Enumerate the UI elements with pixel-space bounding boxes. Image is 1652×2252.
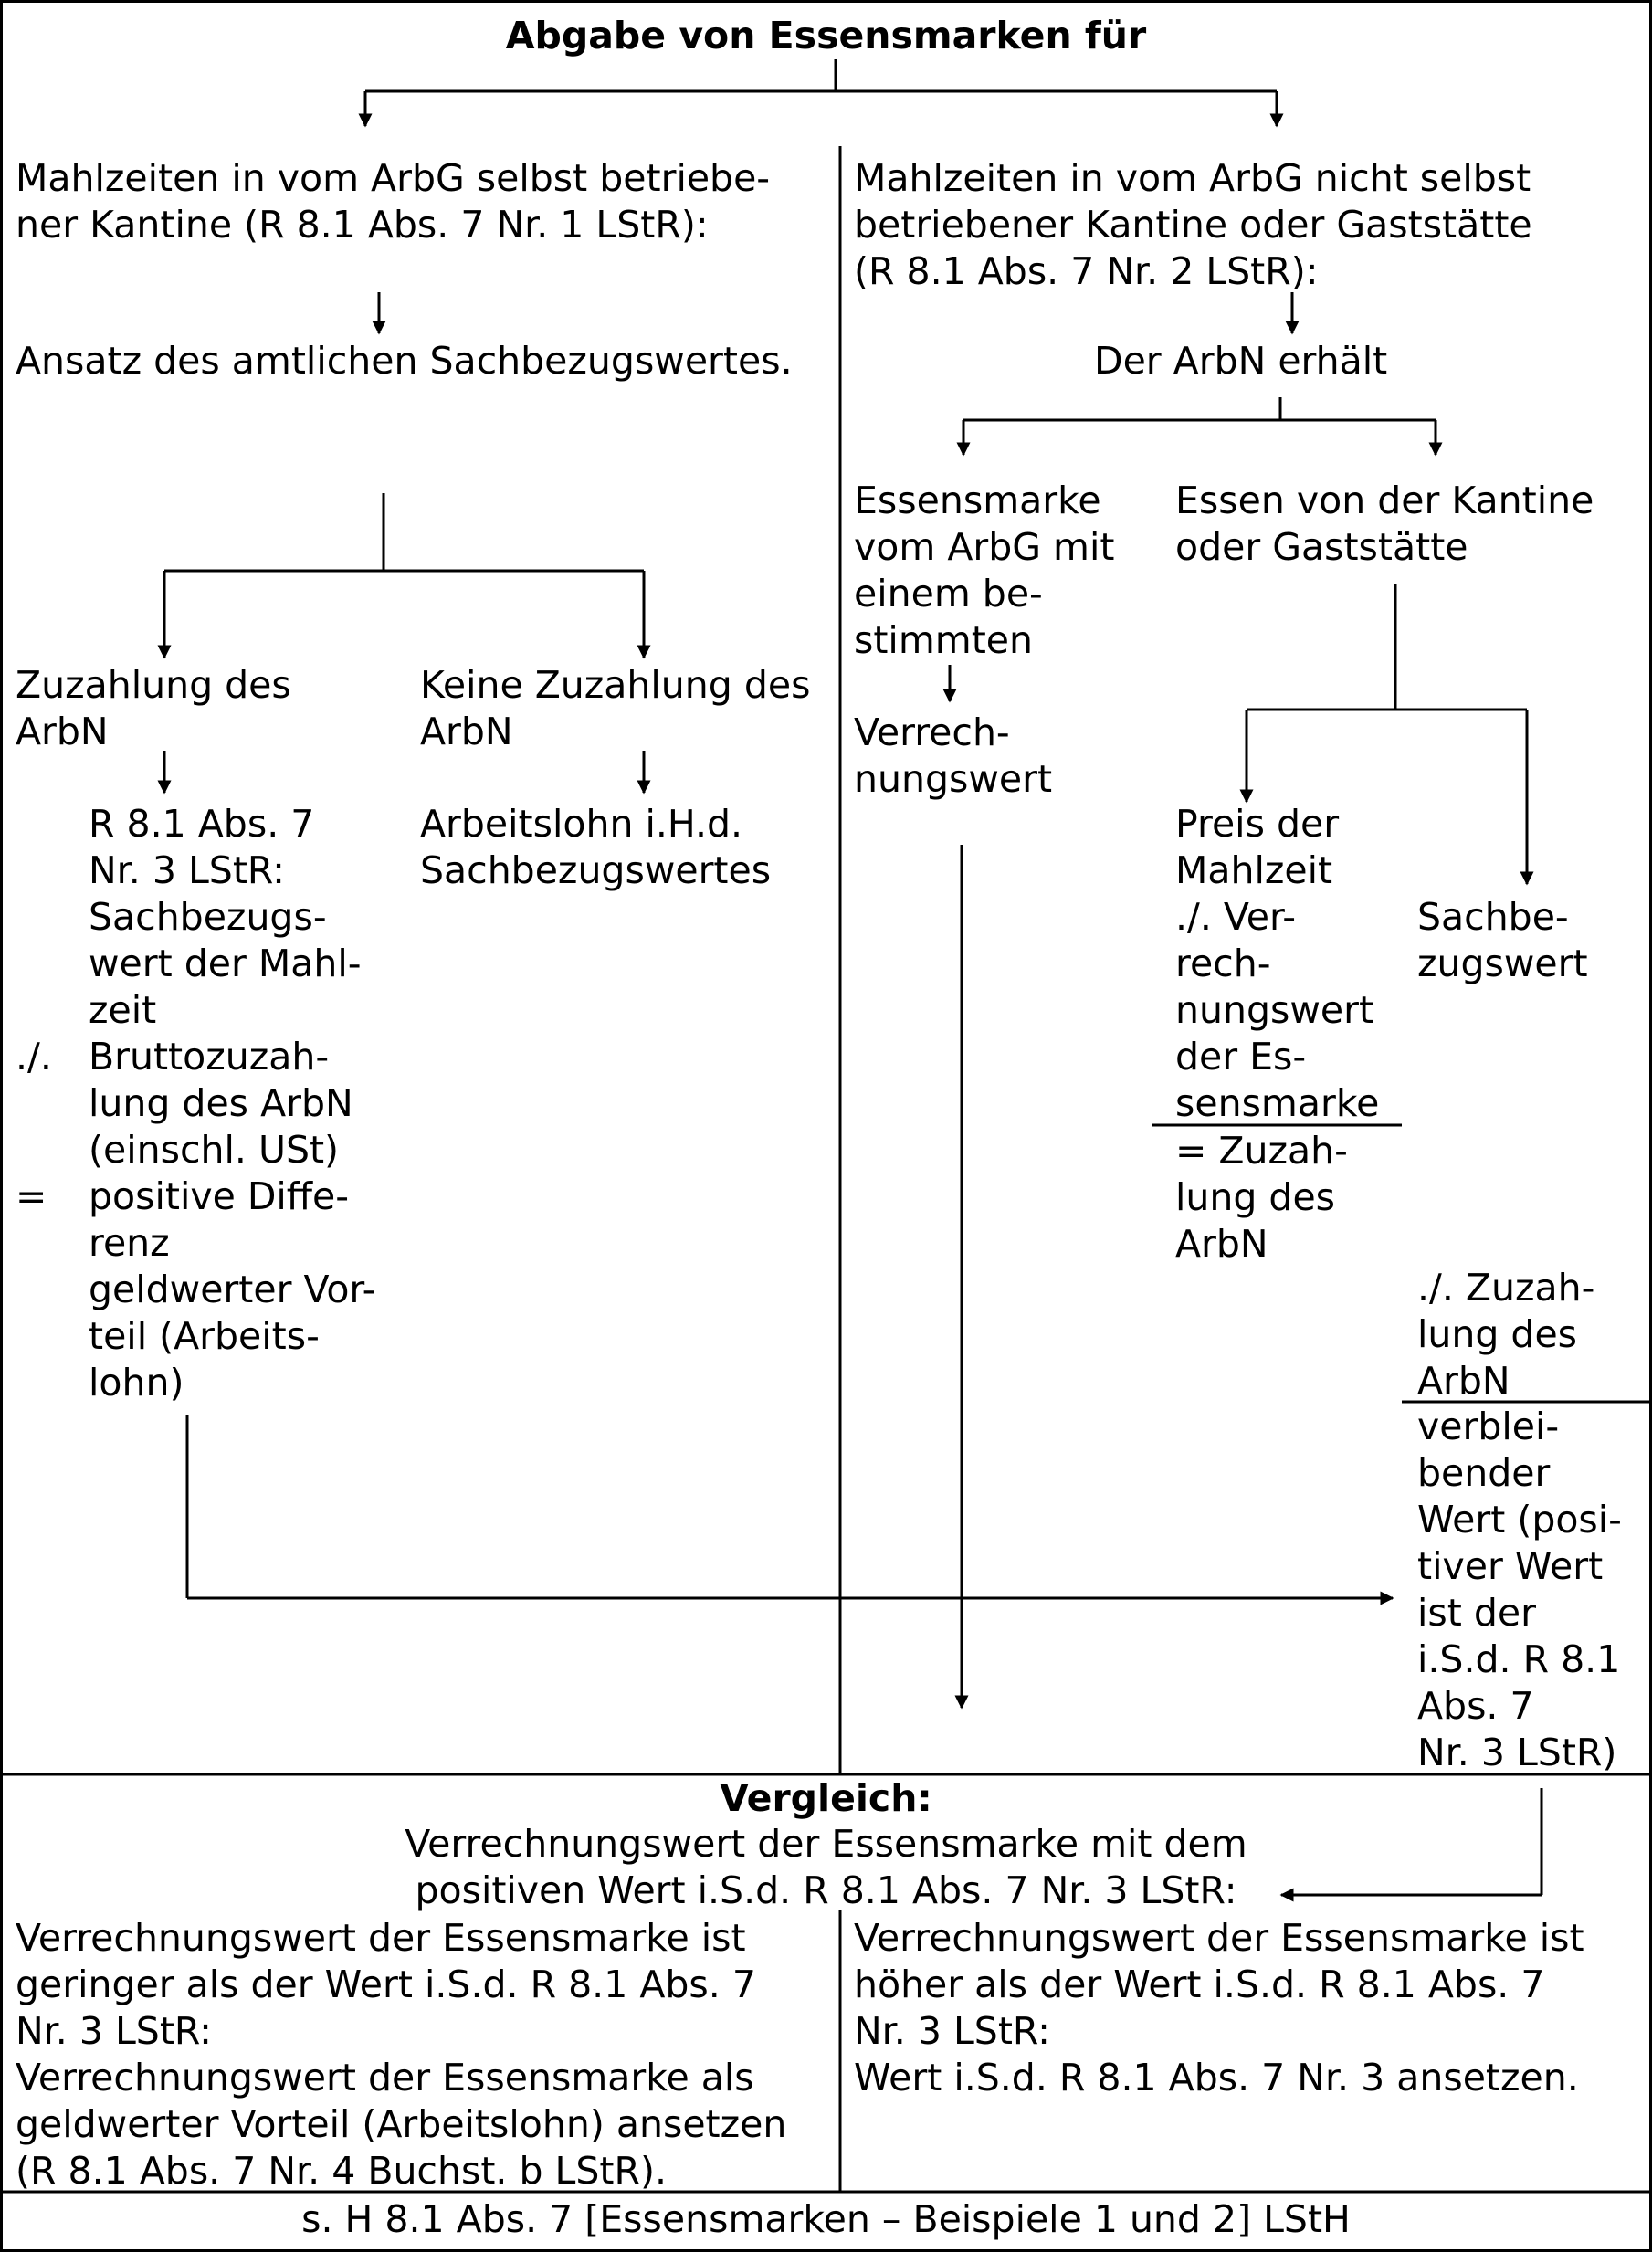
essen-label: Essen von der Kantine oder Gaststätte (1175, 479, 1594, 569)
arbn-erhaelt-label: Der ArbN erhält (1094, 339, 1388, 383)
footer-reference: s. H 8.1 Abs. 7 [Essensmarken – Beispiel… (301, 2197, 1351, 2241)
comparison-text: Verrechnungswert der Essensmarke mit dem… (405, 1822, 1247, 1912)
zuzahlung-label: Zuzahlung des ArbN (16, 663, 291, 753)
diagram-title: Abgabe von Essensmarken für (505, 14, 1147, 58)
keine-zuzahlung-label: Keine Zuzahlung des ArbN (420, 663, 811, 753)
preis-calc-label: Preis der Mahlzeit ./. Ver- rech- nungsw… (1175, 802, 1380, 1125)
sachbezugswert-label: Sachbe- zugswert (1417, 895, 1588, 985)
comparison-right-result: Verrechnungswert der Essensmarke ist höh… (854, 1916, 1584, 2099)
verrechnungswert-label: Verrech- nungswert (854, 710, 1053, 801)
calc-sachbezugswert-text: R 8.1 Abs. 7 Nr. 3 LStR: Sachbezugs- wer… (89, 802, 376, 1405)
calc-operators: ./. = (16, 1035, 52, 1218)
arbeitslohn-label: Arbeitslohn i.H.d. Sachbezugswertes (420, 802, 772, 892)
zuzahlung-result-label: = Zuzah- lung des ArbN (1175, 1129, 1348, 1266)
right-branch-heading: Mahlzeiten in vom ArbG nicht selbst betr… (854, 156, 1532, 293)
ansatz-sachbezugswert: Ansatz des amtlichen Sachbezugswertes. (16, 339, 793, 383)
minus-zuzahlung-label: ./. Zuzah- lung des ArbN (1417, 1266, 1595, 1403)
verbleibender-wert-label: verblei- bender Wert (posi- tiver Wert i… (1417, 1405, 1622, 1774)
comparison-left-result: Verrechnungswert der Essensmarke ist ger… (16, 1916, 787, 2193)
comparison-heading: Vergleich: (720, 1776, 932, 1820)
essensmarke-label: Essensmarke vom ArbG mit einem be- stimm… (854, 479, 1115, 662)
left-branch-heading: Mahlzeiten in vom ArbG selbst betriebe- … (16, 156, 771, 247)
